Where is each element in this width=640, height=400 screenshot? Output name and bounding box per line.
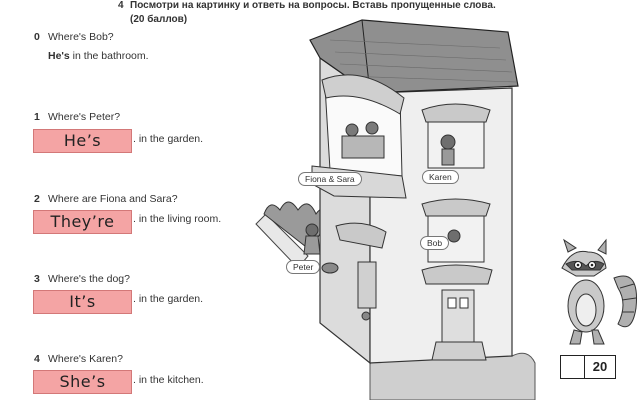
label-fiona-sara: Fiona & Sara [298,172,362,186]
answer-rest-4: . in the kitchen. [133,374,204,386]
answer-rest-3: . in the garden. [133,293,204,305]
lower-awning [421,264,493,285]
raccoon-tail [613,275,638,328]
question-3: 3 Where's the dog? [34,273,130,285]
answer-field-1[interactable]: He’s [33,129,132,153]
question-number: 2 [34,193,40,205]
kitchen-awning [421,103,491,123]
question-4: 4 Where's Karen? [34,353,123,365]
question-text: Where's Peter? [48,111,121,123]
bird [361,311,371,321]
sofa [341,135,385,159]
question-text: Where are Fiona and Sara? [48,193,178,205]
example-question: 0 Where's Bob? [34,31,114,43]
question-number: 1 [34,111,40,123]
example-number: 0 [34,31,40,43]
question-number: 4 [34,353,40,365]
front-steps [431,341,487,361]
task-instruction: Посмотри на картинку и ответь на вопросы… [130,0,496,11]
kitchen-window [427,117,485,169]
question-2: 2 Where are Fiona and Sara? [34,193,178,205]
answer-field-2[interactable]: They’re [33,210,132,234]
question-1: 1 Where's Peter? [34,111,120,123]
label-karen: Karen [422,170,459,184]
label-bob: Bob [420,236,450,250]
label-peter: Peter [286,260,321,274]
example-answer: He's in the bathroom. [48,50,149,62]
peter [305,223,319,237]
example-question-text: Where's Bob? [48,31,114,43]
answer-rest-2: . in the living room. [133,213,222,225]
answer-field-3[interactable]: It’s [33,290,132,314]
task-header: 4 Посмотри на картинку и ответь на вопрос… [118,0,496,25]
sara [365,121,379,135]
side-door [357,261,377,309]
question-text: Where's Karen? [48,353,123,365]
side-awning [335,222,387,249]
answer-rest-1: . in the garden. [133,133,204,145]
score-blank[interactable] [561,356,585,378]
example-answer-bold: He's [48,50,70,62]
awning-top [321,74,405,115]
garden-wall [255,213,309,269]
fiona [345,123,359,137]
dog [321,262,339,274]
raccoon-character-illustration [561,238,638,345]
example-answer-rest: in the bathroom. [69,50,149,62]
question-number: 3 [34,273,40,285]
bathroom-awning [421,198,491,217]
karen [440,134,456,150]
bob [447,229,461,243]
house-illustration [255,19,536,400]
task-number: 4 [118,0,124,11]
task-points: (20 баллов) [130,14,188,25]
answer-field-4[interactable]: She’s [33,370,132,394]
score-total: 20 [592,359,608,374]
score-box: 20 [560,355,616,379]
front-door [441,289,475,343]
question-text: Where's the dog? [48,273,130,285]
